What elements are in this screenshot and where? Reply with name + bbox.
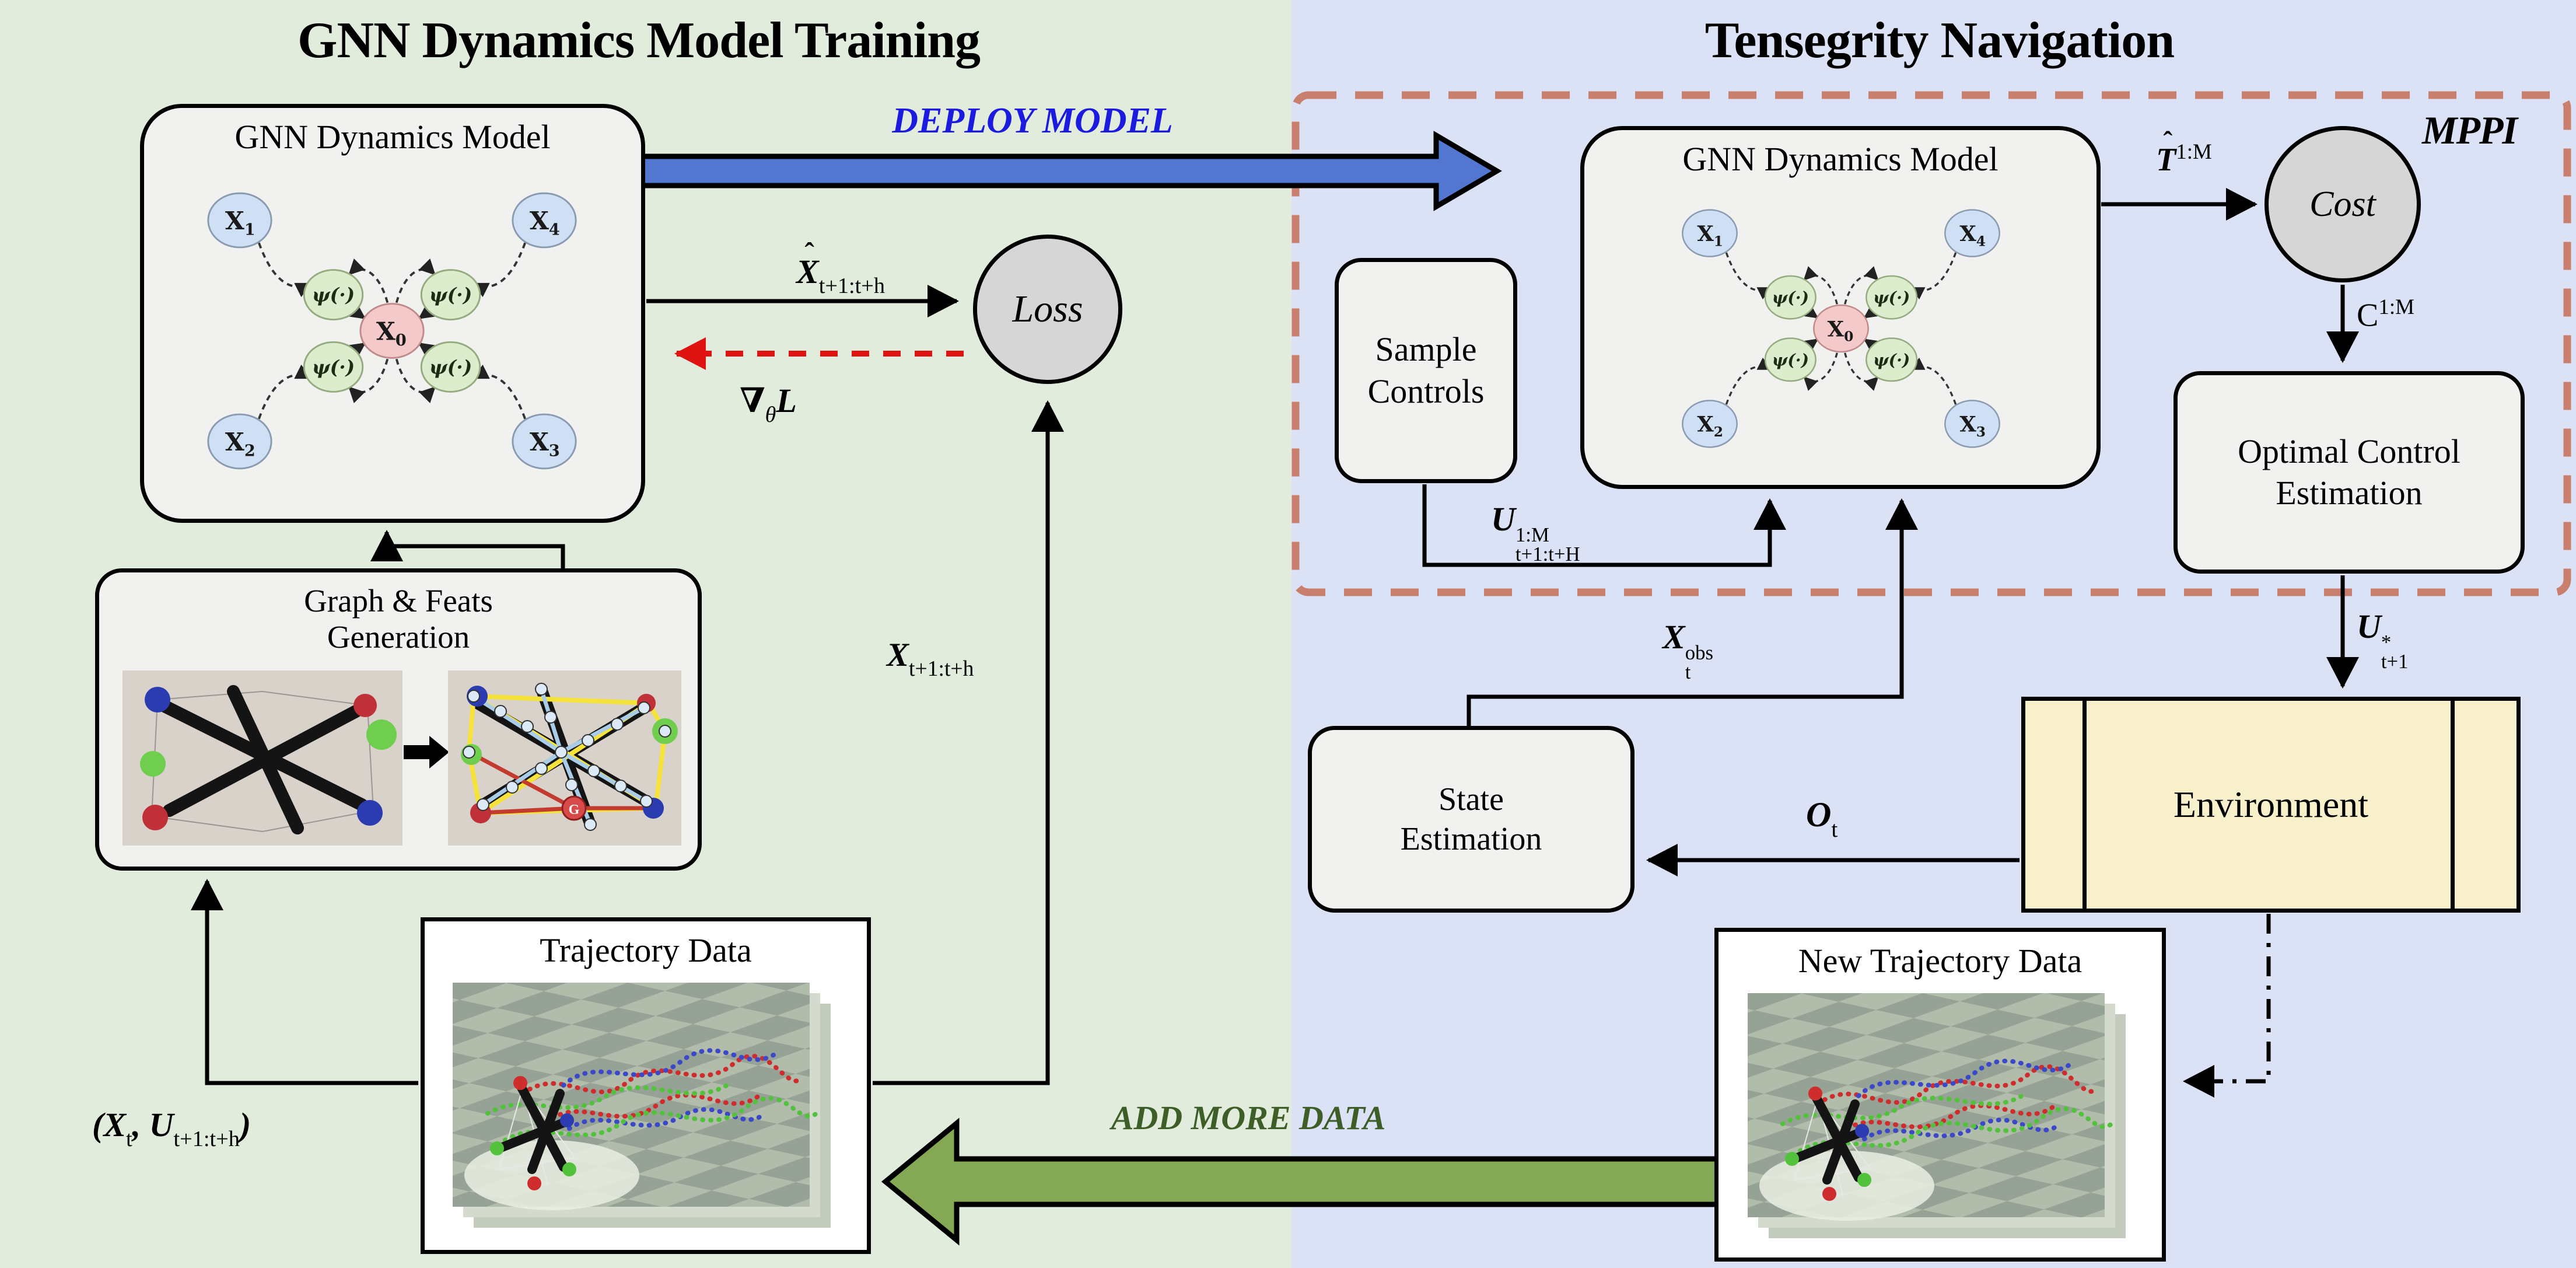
svg-text:X1: X1	[225, 207, 256, 239]
svg-text:ψ(·): ψ(·)	[312, 355, 355, 378]
svg-text:ψ(·): ψ(·)	[1772, 350, 1809, 369]
cost-label: Cost	[2309, 184, 2376, 224]
svg-text:ψ(·): ψ(·)	[1873, 350, 1910, 369]
xobs-arrow	[1466, 498, 1918, 727]
tuple-arrow	[191, 879, 418, 1085]
loss-node: Loss	[973, 235, 1122, 384]
sample-controls-line1: Sample	[1375, 330, 1477, 368]
new-trajectory-sim-image	[1748, 993, 2126, 1238]
svg-text:ψ(·): ψ(·)	[312, 284, 355, 306]
environment-right-divider	[2451, 701, 2455, 909]
gradient-label: ∇θL	[740, 382, 798, 428]
svg-text:X1: X1	[1697, 221, 1723, 249]
svg-text:X4: X4	[530, 207, 560, 239]
training-section-title: GNN Dynamics Model Training	[297, 12, 981, 69]
sample-controls-box: Sample Controls	[1335, 258, 1517, 483]
state-estimation-box: State Estimation	[1308, 726, 1634, 913]
svg-text:ψ(·): ψ(·)	[429, 284, 472, 306]
svg-text:X2: X2	[225, 428, 256, 460]
svg-text:X0: X0	[1828, 316, 1854, 344]
trajectory-sim-image	[453, 983, 831, 1228]
gnn-model-title-training: GNN Dynamics Model	[235, 118, 551, 156]
observation-label: Ot	[1806, 795, 1838, 842]
gnn-model-title-navigation: GNN Dynamics Model	[1682, 140, 1999, 178]
optimal-control-line1: Optimal Control	[2238, 432, 2460, 470]
sample-controls-line2: Controls	[1367, 372, 1485, 410]
gnn-model-box-navigation: GNN Dynamics Model	[1580, 126, 2101, 489]
new-trajectory-data-title: New Trajectory Data	[1798, 942, 2082, 980]
graph-feats-title-line1: Graph & Feats	[304, 583, 493, 619]
feats-to-gnn-arrow	[370, 530, 565, 570]
robot-photo	[123, 670, 402, 846]
svg-text:ψ(·): ψ(·)	[1772, 288, 1809, 308]
gnn-graph-illustration: X1 X4 X2 X3 X0 ψ(·) ψ(·) ψ(·) ψ(·)	[1682, 209, 2000, 448]
svg-text:X4: X4	[1959, 221, 1986, 249]
gnn-graph-illustration: X1 X4 X2 X3 X0 ψ(·) ψ(·) ψ(·) ψ(·)	[207, 192, 577, 470]
mppi-label: MPPI	[2422, 108, 2518, 152]
environment-box: Environment	[2021, 697, 2521, 913]
deploy-model-label: DEPLOY MODEL	[892, 101, 1173, 141]
robot-graph-photo: G	[448, 670, 681, 846]
deploy-model-arrow	[639, 131, 1502, 211]
loss-label: Loss	[1012, 288, 1083, 330]
navigation-section-title: Tensegrity Navigation	[1704, 12, 2175, 69]
input-tuple-label: (Xt, Ut+1:t+h)	[92, 1106, 251, 1152]
cost-node: Cost	[2264, 126, 2421, 282]
optimal-control-line2: Estimation	[2276, 473, 2423, 512]
svg-text:X3: X3	[1959, 412, 1986, 440]
gnn-model-box-training: GNN Dynamics Model	[140, 104, 645, 523]
graph-feats-box: Graph & Feats Generation	[95, 568, 702, 871]
ground-truth-arrow	[873, 400, 1064, 1085]
svg-text:ψ(·): ψ(·)	[1873, 288, 1910, 308]
x-future-label: Xt+1:t+h	[887, 637, 974, 681]
state-estimation-line1: State	[1438, 781, 1504, 818]
svg-text:X2: X2	[1697, 412, 1723, 440]
optimal-control-label: U*t+1	[2357, 607, 2409, 673]
svg-text:G: G	[569, 802, 580, 818]
add-more-data-label: ADD MORE DATA	[1111, 1099, 1386, 1137]
optimal-control-box: Optimal Control Estimation	[2174, 371, 2525, 574]
new-trajectory-data-box: New Trajectory Data	[1714, 928, 2166, 1262]
svg-text:X3: X3	[530, 428, 560, 460]
add-more-data-arrow	[881, 1117, 1721, 1246]
trajectory-data-title: Trajectory Data	[540, 931, 752, 969]
controls-arrow	[1422, 484, 1786, 567]
graph-feats-title-line2: Generation	[327, 619, 470, 655]
environment-label: Environment	[2173, 784, 2369, 825]
env-to-newdata-arrow	[2183, 914, 2271, 1098]
trajectory-data-box: Trajectory Data	[421, 917, 871, 1254]
state-estimation-line2: Estimation	[1400, 821, 1542, 857]
svg-text:ψ(·): ψ(·)	[429, 355, 472, 378]
environment-left-divider	[2082, 701, 2087, 909]
costs-label: C1:M	[2357, 295, 2414, 334]
photo-transform-arrow	[404, 736, 449, 769]
mppi-dashed-region	[1292, 91, 2571, 596]
svg-text:X0: X0	[376, 317, 407, 350]
